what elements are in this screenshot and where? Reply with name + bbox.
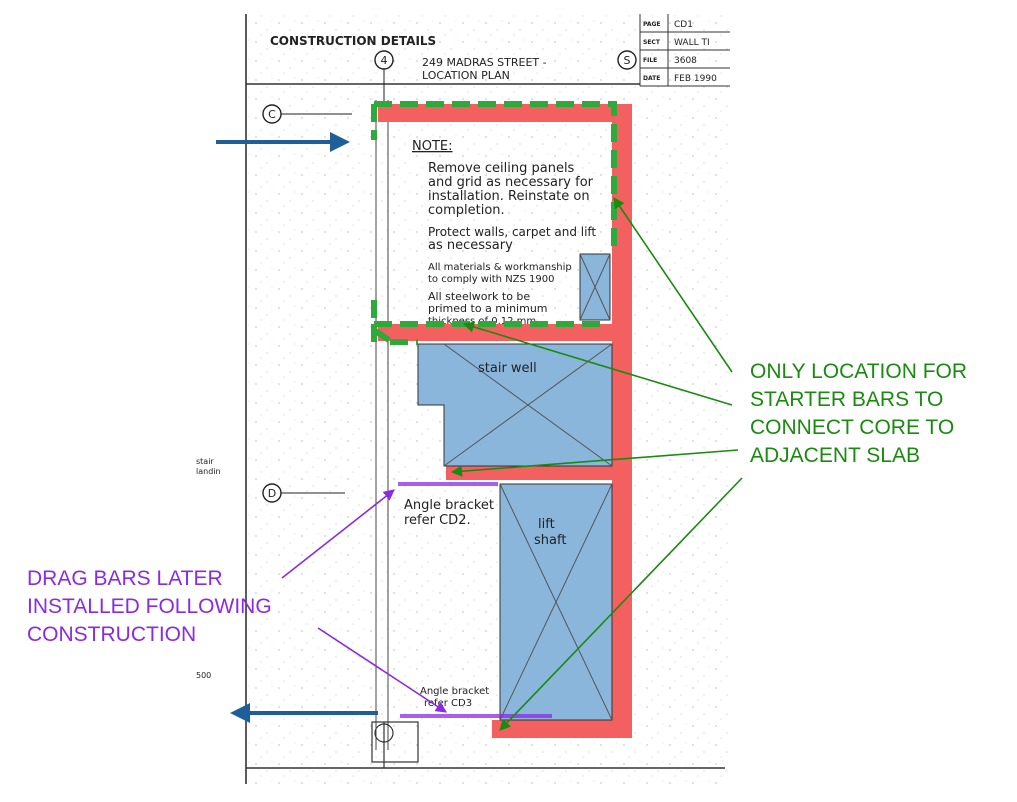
drag-bar-marks bbox=[398, 482, 552, 718]
angle-bracket-cd3-label-2: refer CD3 bbox=[424, 698, 472, 709]
svg-text:4: 4 bbox=[381, 54, 388, 67]
drag-bar-pointers bbox=[281, 489, 447, 713]
starter-callout-line-1: ONLY LOCATION FOR bbox=[750, 360, 967, 383]
side-label-landing: landin bbox=[196, 467, 221, 476]
note-1-line-1: Remove ceiling panels bbox=[428, 161, 575, 176]
starter-callout-line-3: CONNECT CORE TO bbox=[750, 416, 954, 439]
title-block-sect-key: SECT bbox=[643, 39, 661, 46]
starter-bar-pointers bbox=[450, 197, 743, 731]
title-block-page-key: PAGE bbox=[643, 21, 661, 28]
cross-hatching bbox=[443, 253, 613, 721]
title-block: PAGE CD1 SECT WALL TI FILE 3608 DATE FEB… bbox=[639, 14, 730, 87]
starter-bars-callout: ONLY LOCATION FOR STARTER BARS TO CONNEC… bbox=[750, 360, 967, 467]
title-block-sect-value: WALL TI bbox=[674, 38, 710, 48]
title-block-page-value: CD1 bbox=[674, 20, 693, 30]
notes-heading: NOTE: bbox=[412, 139, 453, 154]
drag-callout-line-1: DRAG BARS LATER bbox=[27, 567, 223, 590]
grid-bubble-c: C bbox=[262, 104, 352, 124]
note-2-line-2: as necessary bbox=[428, 238, 513, 253]
title-block-date-key: DATE bbox=[643, 75, 660, 82]
note-3-line-2: to comply with NZS 1900 bbox=[428, 274, 555, 285]
note-1-line-3: installation. Reinstate on bbox=[428, 189, 590, 204]
drag-callout-line-2: INSTALLED FOLLOWING bbox=[27, 595, 272, 618]
grid-bubble-s: S bbox=[617, 50, 637, 70]
starter-callout-line-2: STARTER BARS TO bbox=[750, 388, 943, 411]
note-1-line-2: and grid as necessary for bbox=[428, 175, 594, 190]
note-4-line-1: All steelwork to be bbox=[428, 290, 530, 303]
core-walls bbox=[378, 104, 632, 738]
drawing-subtitle-2: LOCATION PLAN bbox=[422, 69, 510, 82]
drawing-title: CONSTRUCTION DETAILS bbox=[270, 34, 436, 48]
column-grid-lines bbox=[375, 100, 389, 750]
starter-callout-line-4: ADJACENT SLAB bbox=[750, 444, 920, 467]
starter-bar-zone-dashed bbox=[371, 101, 617, 345]
lift-shaft-label-2: shaft bbox=[534, 533, 566, 548]
title-block-file-key: FILE bbox=[643, 57, 657, 64]
note-4-line-2: primed to a minimum bbox=[428, 302, 548, 315]
section-arrows bbox=[216, 132, 378, 723]
svg-text:C: C bbox=[268, 108, 276, 121]
title-block-file-value: 3608 bbox=[674, 56, 697, 66]
note-1-line-4: completion. bbox=[428, 203, 505, 218]
side-label-500: 500 bbox=[196, 671, 211, 680]
grid-bubble-d: D bbox=[262, 483, 345, 503]
column-base-detail bbox=[371, 721, 419, 768]
note-3-line-1: All materials & workmanship bbox=[428, 262, 572, 273]
stair-well-label: stair well bbox=[478, 361, 537, 376]
lift-shaft-label-1: lift bbox=[538, 517, 555, 532]
side-label-stair: stair bbox=[196, 457, 214, 466]
note-2-line-1: Protect walls, carpet and lift bbox=[428, 225, 596, 239]
title-block-date-value: FEB 1990 bbox=[674, 74, 717, 84]
angle-bracket-cd2-label-2: refer CD2. bbox=[404, 513, 471, 528]
svg-text:S: S bbox=[624, 54, 631, 67]
drag-callout-line-3: CONSTRUCTION bbox=[27, 623, 196, 646]
angle-bracket-cd2-label-1: Angle bracket bbox=[404, 498, 494, 513]
svg-text:D: D bbox=[268, 487, 276, 500]
drawing-subtitle-1: 249 MADRAS STREET - bbox=[422, 56, 547, 69]
angle-bracket-cd3-label-1: Angle bracket bbox=[420, 686, 489, 697]
drag-bars-callout: DRAG BARS LATER INSTALLED FOLLOWING CONS… bbox=[27, 567, 272, 646]
